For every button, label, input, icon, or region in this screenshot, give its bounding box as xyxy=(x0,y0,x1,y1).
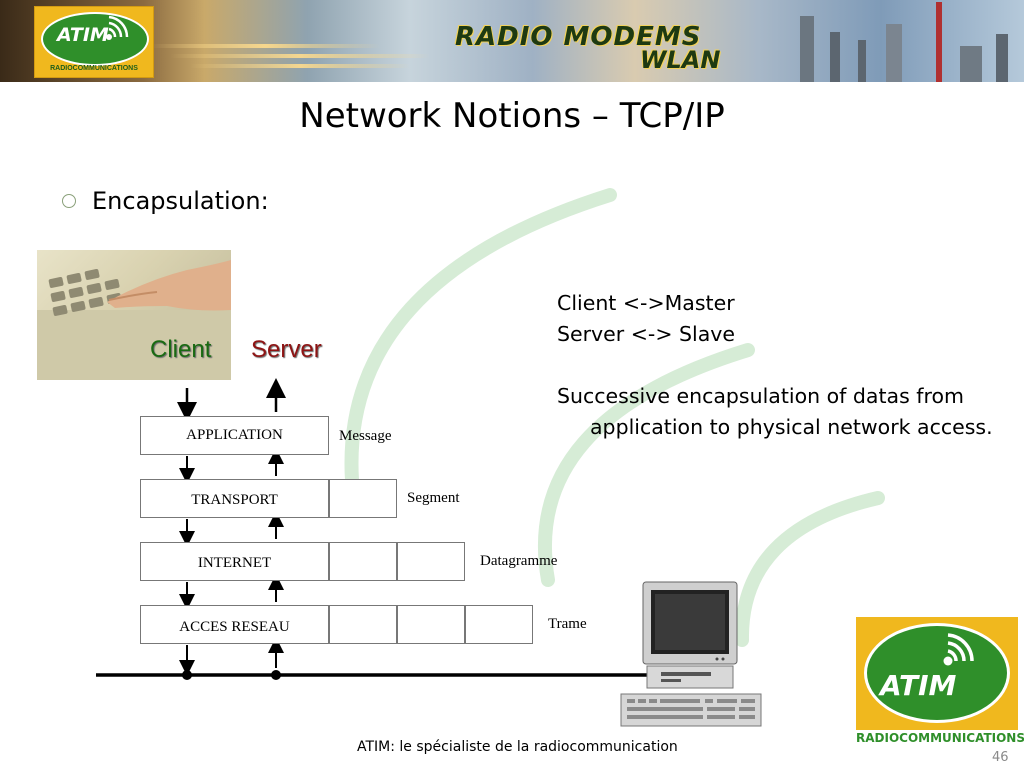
network-header-box-3 xyxy=(465,605,533,644)
client-label: Client xyxy=(150,336,212,363)
bullet-circle-icon xyxy=(62,194,76,208)
slide-title: Network Notions – TCP/IP xyxy=(299,96,725,136)
signal-waves-icon xyxy=(943,633,974,666)
atim-logo-top: ATIM RADIOCOMMUNICATIONS xyxy=(34,6,154,78)
notes-client-master: Client <->Master xyxy=(557,291,735,315)
layer-acces-reseau: ACCES RESEAU xyxy=(140,605,329,644)
server-label: Server xyxy=(251,336,322,363)
pdu-message: Message xyxy=(339,428,392,444)
logo-subtitle: RADIOCOMMUNICATIONS xyxy=(856,731,1024,745)
banner-title: RADIO MODEMS xyxy=(455,22,702,52)
keypad-photo xyxy=(37,250,231,380)
footer-text: ATIM: le spécialiste de la radiocommunic… xyxy=(357,739,678,755)
internet-header-box-2 xyxy=(397,542,465,581)
layer-transport: TRANSPORT xyxy=(140,479,329,518)
pdu-trame: Trame xyxy=(548,616,587,632)
pdu-segment: Segment xyxy=(407,490,460,506)
notes-block: Client <->Master Server <-> Slave Succes… xyxy=(557,288,993,443)
logo-text: ATIM xyxy=(880,669,957,702)
computer-icon xyxy=(620,581,762,727)
hand-pressing-keypad-icon xyxy=(37,260,231,380)
transport-header-box xyxy=(329,479,397,518)
signal-waves-icon xyxy=(106,15,129,40)
notes-spacer xyxy=(557,350,993,381)
network-header-box-2 xyxy=(397,605,465,644)
layer-internet: INTERNET xyxy=(140,542,329,581)
internet-header-box-1 xyxy=(329,542,397,581)
notes-encapsulation-line2: application to physical network access. xyxy=(590,415,993,439)
logo-text: ATIM xyxy=(57,24,109,46)
page-number: 46 xyxy=(992,750,1009,765)
notes-server-slave: Server <-> Slave xyxy=(557,322,736,346)
logo-oval xyxy=(41,12,149,66)
notes-encapsulation-line1: Successive encapsulation of datas from xyxy=(557,384,964,408)
atim-logo-bottom: ATIM xyxy=(856,617,1018,730)
logo-oval xyxy=(864,623,1010,723)
pdu-datagramme: Datagramme xyxy=(480,553,558,569)
bullet-text: Encapsulation: xyxy=(92,187,269,215)
layer-application: APPLICATION xyxy=(140,416,329,455)
network-header-box-1 xyxy=(329,605,397,644)
header-banner xyxy=(0,0,1024,82)
logo-subtitle: RADIOCOMMUNICATIONS xyxy=(50,65,138,72)
banner-subtitle: WLAN xyxy=(640,46,721,74)
